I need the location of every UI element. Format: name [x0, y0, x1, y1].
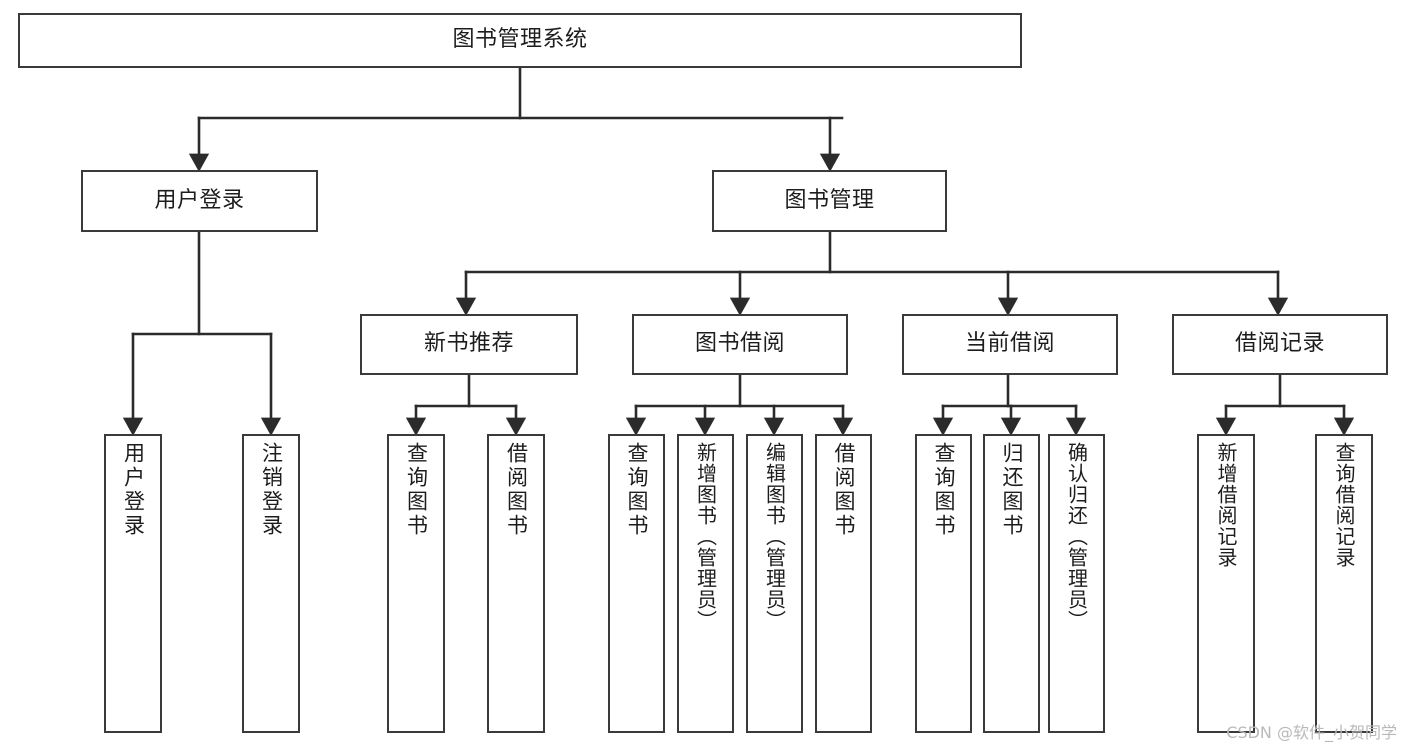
node-root[interactable]: 图书管理系统 [18, 13, 1022, 68]
leaf-return-books[interactable]: 归还图书 [983, 434, 1040, 733]
leaf-logout-label: 注销登录 [259, 442, 284, 538]
leaf-query-borrow-record[interactable]: 查询借阅记录 [1315, 434, 1373, 733]
leaf-logout[interactable]: 注销登录 [242, 434, 300, 733]
node-user-login-label: 用户登录 [154, 187, 245, 213]
leaf-query-books-borrow[interactable]: 查询图书 [608, 434, 665, 733]
leaf-borrow-books-label: 借阅图书 [832, 442, 856, 538]
node-book-borrow[interactable]: 图书借阅 [632, 314, 848, 375]
leaf-edit-book-admin[interactable]: 编辑图书（管理员） [746, 434, 803, 733]
leaf-edit-book-admin-label: 编辑图书（管理员） [762, 442, 787, 631]
leaf-return-books-label: 归还图书 [1000, 442, 1024, 538]
node-book-management[interactable]: 图书管理 [712, 170, 947, 232]
leaf-add-borrow-record-label: 新增借阅记录 [1214, 442, 1238, 568]
leaf-query-books-recommend-label: 查询图书 [404, 442, 429, 538]
leaf-query-books-borrow-label: 查询图书 [625, 442, 649, 538]
node-current-borrow-label: 当前借阅 [964, 331, 1055, 357]
node-new-book-recommend-label: 新书推荐 [423, 331, 514, 357]
node-borrow-records[interactable]: 借阅记录 [1172, 314, 1388, 375]
leaf-query-borrow-record-label: 查询借阅记录 [1332, 442, 1356, 568]
node-book-management-label: 图书管理 [784, 187, 875, 213]
node-borrow-records-label: 借阅记录 [1234, 331, 1325, 357]
node-user-login[interactable]: 用户登录 [81, 170, 318, 232]
node-root-label: 图书管理系统 [452, 27, 588, 53]
node-new-book-recommend[interactable]: 新书推荐 [360, 314, 578, 375]
leaf-query-books-current[interactable]: 查询图书 [915, 434, 972, 733]
leaf-user-login-label: 用户登录 [121, 442, 146, 538]
leaf-query-books-current-label: 查询图书 [932, 442, 956, 538]
leaf-add-book-admin[interactable]: 新增图书（管理员） [677, 434, 734, 733]
leaf-query-books-recommend[interactable]: 查询图书 [387, 434, 445, 733]
node-current-borrow[interactable]: 当前借阅 [902, 314, 1118, 375]
leaf-borrow-books-recommend-label: 借阅图书 [504, 442, 529, 538]
leaf-borrow-books[interactable]: 借阅图书 [815, 434, 872, 733]
leaf-user-login[interactable]: 用户登录 [104, 434, 162, 733]
leaf-confirm-return-admin[interactable]: 确认归还（管理员） [1048, 434, 1105, 733]
csdn-watermark: CSDN @软件_小贺同学 [1226, 723, 1397, 742]
leaf-borrow-books-recommend[interactable]: 借阅图书 [487, 434, 545, 733]
leaf-confirm-return-admin-label: 确认归还（管理员） [1064, 442, 1089, 631]
leaf-add-book-admin-label: 新增图书（管理员） [693, 442, 718, 631]
leaf-add-borrow-record[interactable]: 新增借阅记录 [1197, 434, 1255, 733]
node-book-borrow-label: 图书借阅 [694, 331, 785, 357]
